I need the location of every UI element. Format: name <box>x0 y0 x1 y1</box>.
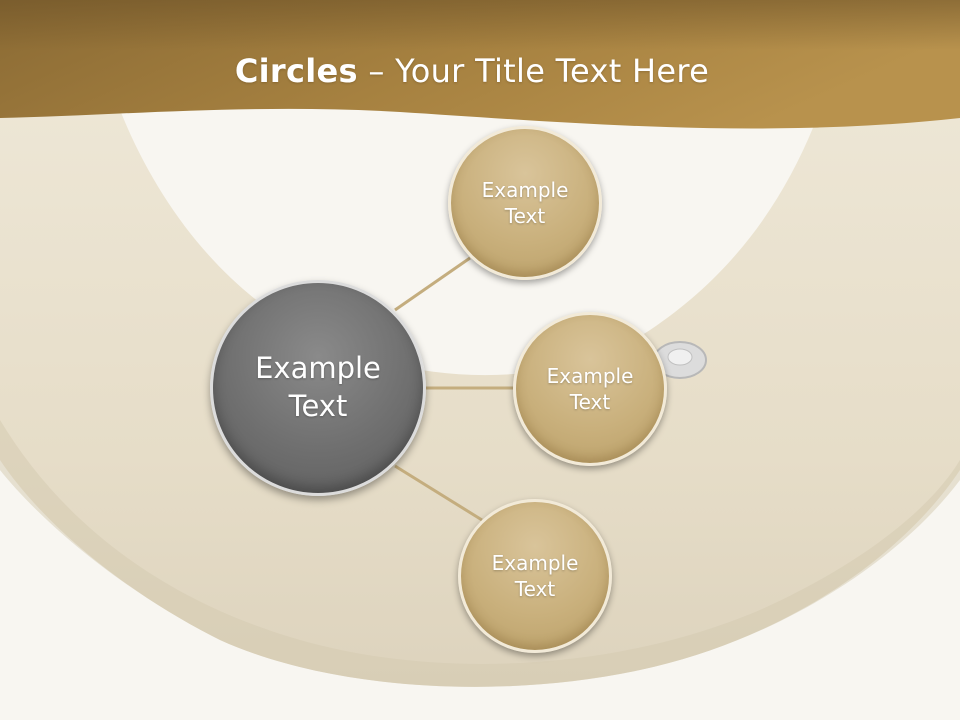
circle-middle-label: Example Text <box>546 364 634 414</box>
title-rest: – Your Title Text Here <box>357 52 710 90</box>
circle-top: Example Text <box>448 126 602 280</box>
circle-bottom-label: Example Text <box>491 551 579 601</box>
circle-middle: Example Text <box>513 312 667 466</box>
connector-top <box>394 256 471 312</box>
main-circle: Example Text <box>210 280 426 496</box>
title-bold: Circles <box>234 52 358 90</box>
circle-top-label: Example Text <box>481 178 569 228</box>
circle-bottom: Example Text <box>458 499 612 653</box>
page-title: Circles – Your Title Text Here <box>0 52 944 90</box>
main-circle-label: Example Text <box>255 351 381 423</box>
arch-shadow <box>0 420 960 687</box>
connector-bottom <box>394 464 483 522</box>
arch-shape <box>0 110 960 687</box>
